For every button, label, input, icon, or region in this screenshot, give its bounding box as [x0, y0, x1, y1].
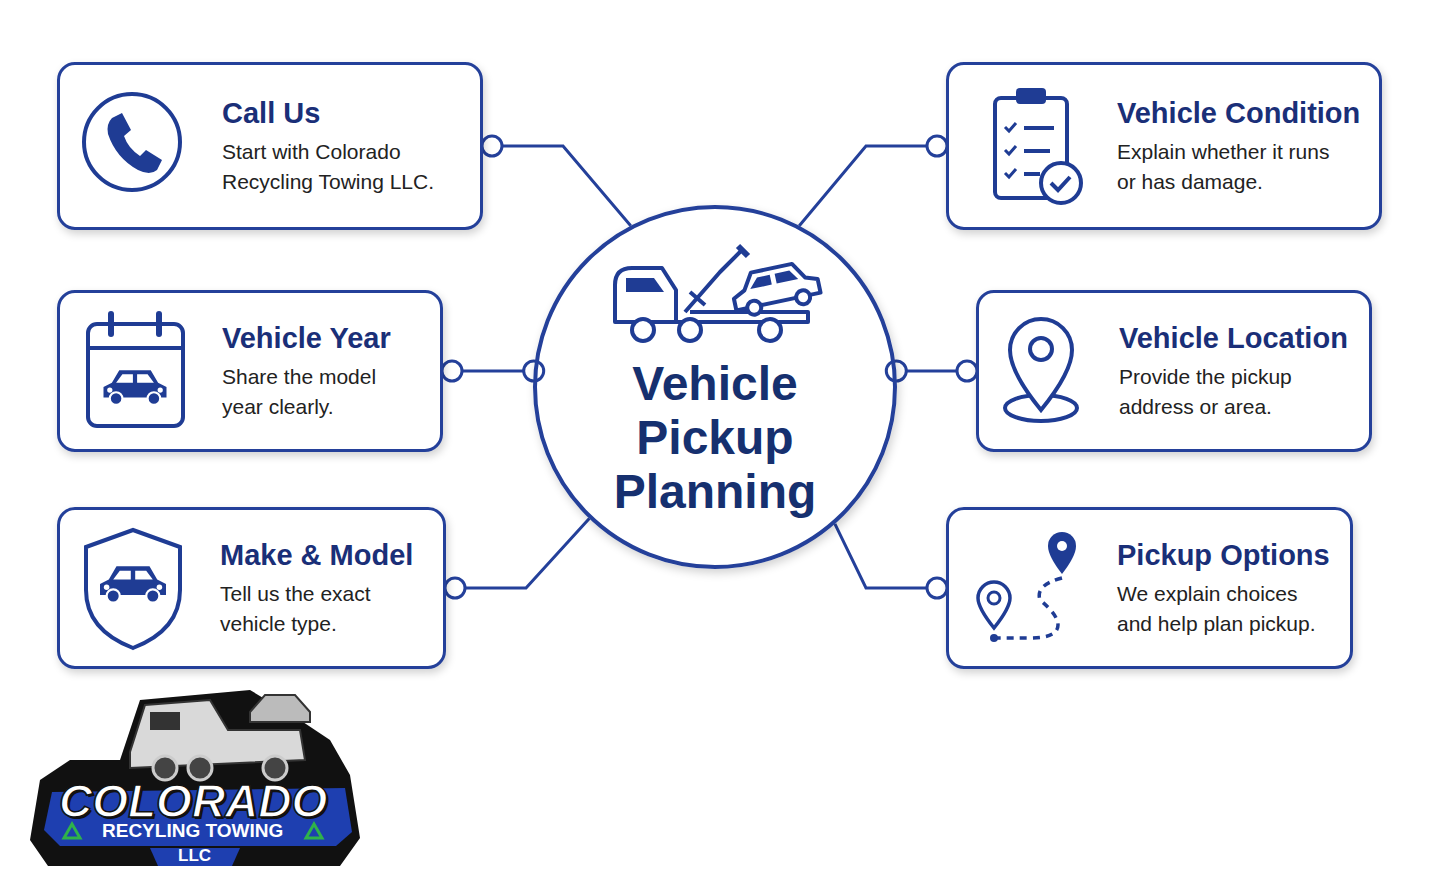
step-box: Pickup Options We explain choices and hel… — [946, 507, 1353, 669]
step-description: We explain choices and help plan pickup. — [1117, 579, 1332, 639]
step-heading: Vehicle Location — [1119, 320, 1349, 356]
shield-icon — [86, 530, 180, 648]
step-heading: Make & Model — [220, 537, 423, 573]
step-heading: Vehicle Condition — [1117, 95, 1359, 131]
step-box: Vehicle YearShare the model year clearly… — [57, 290, 443, 452]
connector-dot — [957, 361, 977, 381]
step-box: Vehicle LocationProvide the pickup addre… — [976, 290, 1372, 452]
step-description: Explain whether it runs or has damage. — [1117, 137, 1347, 197]
connector-dot — [927, 578, 947, 598]
connector-line — [446, 519, 589, 588]
logo-wordmark: COLORADO — [59, 776, 327, 827]
connector-dot — [482, 136, 502, 156]
step-box: Vehicle ConditionExplain whether it runs… — [946, 62, 1382, 230]
step-heading: Vehicle Year — [222, 320, 420, 356]
step-description: Tell us the exact vehicle type. — [220, 579, 425, 639]
connector-line — [835, 524, 946, 588]
route-icon — [978, 532, 1076, 642]
company-logo — [30, 690, 360, 866]
calendar-icon — [88, 314, 183, 426]
logo-suffix: LLC — [178, 846, 211, 865]
step-description: Start with Colorado Recycling Towing LLC… — [222, 137, 462, 197]
step-box: Call Us Start with Colorado Recycling Tow… — [57, 62, 483, 230]
connector-dot — [445, 578, 465, 598]
step-heading: Pickup Options — [1117, 537, 1330, 573]
clipboard-icon — [995, 88, 1081, 203]
hub-circle: Vehicle Pickup Planning — [533, 205, 897, 569]
step-box: Make & ModelTell us the exact vehicle ty… — [57, 507, 446, 669]
tow-truck-icon — [615, 246, 822, 341]
step-description: Share the model year clearly. — [222, 362, 422, 422]
hub-title: Vehicle Pickup Planning — [590, 357, 840, 519]
connector-dot — [927, 136, 947, 156]
step-heading: Call Us — [222, 95, 460, 131]
step-description: Provide the pickup address or area. — [1119, 362, 1351, 422]
connector-line — [483, 146, 631, 226]
connector-line — [799, 146, 946, 226]
connector-dot — [442, 361, 462, 381]
logo-subtitle: RECYLING TOWING — [102, 820, 283, 841]
phone-icon — [84, 94, 180, 190]
location-icon — [1005, 319, 1077, 421]
